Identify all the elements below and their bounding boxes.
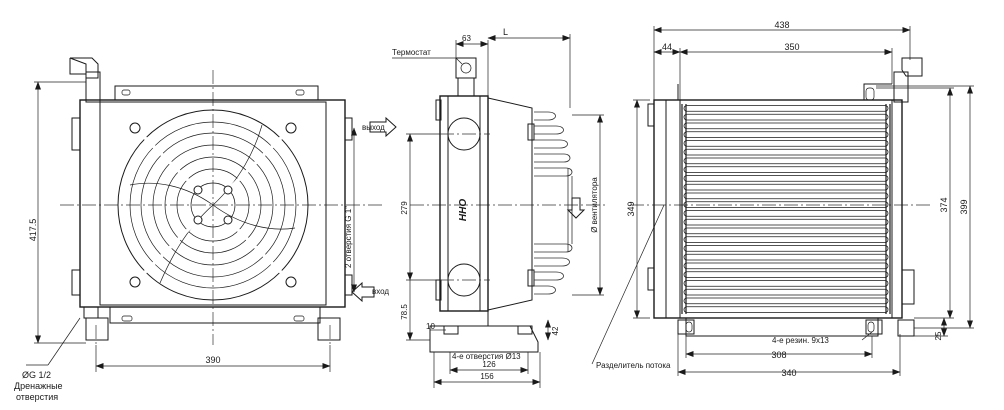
front-width-dim: 390	[205, 355, 220, 365]
dim-399: 399	[959, 199, 969, 214]
dim-308: 308	[771, 350, 786, 360]
dim-156: 156	[480, 372, 494, 381]
dim-L: L	[503, 27, 508, 37]
cooler-core	[681, 104, 891, 314]
dim-42: 42	[551, 326, 560, 335]
dim-438: 438	[774, 20, 789, 30]
dim-349: 349	[626, 201, 636, 216]
side-view	[392, 34, 608, 388]
holes-label: 4-е отверстия Ø13	[452, 352, 521, 361]
outlet-label: выход	[362, 123, 385, 132]
dim-126: 126	[482, 360, 496, 369]
fan-diameter-label: Ø вентилятора	[590, 177, 599, 233]
dim-63: 63	[462, 34, 471, 43]
rear-view	[591, 26, 974, 376]
brand-logo: HHO	[458, 199, 469, 221]
dim-279: 279	[400, 201, 409, 215]
dim-44: 44	[662, 42, 672, 52]
dim-10: 10	[426, 322, 435, 331]
thermostat-label: Термостат	[392, 48, 431, 57]
front-height-dim: 417.5	[28, 219, 38, 242]
dim-350: 350	[784, 42, 799, 52]
drain-text-1: Дренажные	[14, 381, 63, 391]
dim-374: 374	[939, 197, 949, 212]
dim-340: 340	[781, 368, 796, 378]
drain-text-2: отверстия	[16, 392, 58, 402]
dim-25: 25	[934, 331, 943, 340]
dim-78-5: 78.5	[400, 304, 409, 320]
thread-dim: 2 отверстия G 1"	[344, 206, 353, 268]
front-view	[26, 57, 397, 372]
flow-divider-label: Разделитель потока	[596, 361, 671, 370]
drain-size-label: ØG 1/2	[22, 370, 51, 380]
grommets-label: 4-е резин. 9х13	[772, 336, 829, 345]
inlet-label: вход	[372, 287, 389, 296]
